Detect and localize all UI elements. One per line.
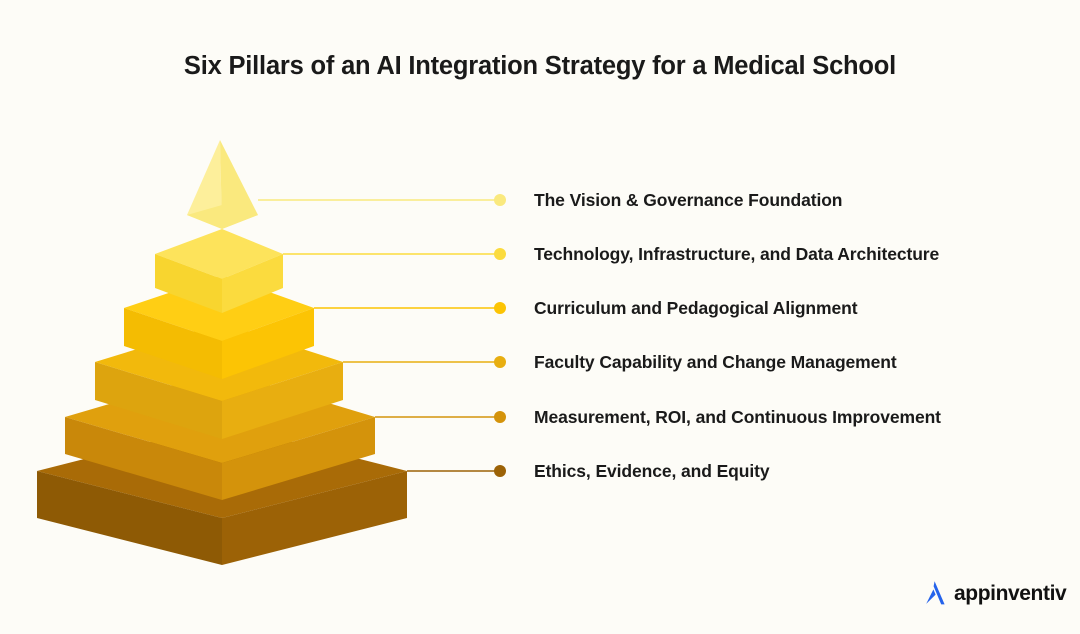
- pillar-label-1: The Vision & Governance Foundation: [534, 190, 843, 210]
- pillar-label-4: Faculty Capability and Change Management: [534, 352, 897, 372]
- layer-1-apex-base: [187, 205, 258, 229]
- pillar-label-3: Curriculum and Pedagogical Alignment: [534, 298, 858, 318]
- layer-3-side-right: [222, 308, 314, 379]
- connector-dot-5[interactable]: [494, 411, 506, 423]
- pyramid-layer-1[interactable]: [187, 140, 258, 229]
- layer-4-side-right: [222, 362, 343, 439]
- layer-2-side-right: [222, 254, 283, 313]
- layer-5-side-right: [222, 417, 375, 500]
- connector-dot-group: [494, 194, 506, 477]
- page-title: Six Pillars of an AI Integration Strateg…: [183, 52, 897, 80]
- connector-dot-6[interactable]: [494, 465, 506, 477]
- appinventiv-mark-icon: [926, 581, 945, 605]
- layer-6-side-left: [37, 471, 222, 565]
- layer-3-side-left: [124, 308, 222, 379]
- connector-dot-3[interactable]: [494, 302, 506, 314]
- layer-4-side-left: [95, 362, 222, 439]
- pyramid-layer-2[interactable]: [155, 229, 283, 313]
- layer-6-side-right: [222, 471, 407, 565]
- layer-5-side-left: [65, 417, 222, 500]
- pillar-label-6: Ethics, Evidence, and Equity: [534, 461, 770, 481]
- layer-2-top-face: [155, 229, 283, 279]
- connector-dot-1[interactable]: [494, 194, 506, 206]
- layer-2-side-left: [155, 254, 222, 313]
- connector-group: [258, 199, 500, 472]
- pillar-label-5: Measurement, ROI, and Continuous Improve…: [534, 407, 941, 427]
- connector-dot-2[interactable]: [494, 248, 506, 260]
- appinventiv-wordmark: appinventiv: [954, 581, 1067, 605]
- appinventiv-logo[interactable]: appinventiv: [920, 578, 1067, 608]
- layer-1-apex-right-face: [220, 140, 258, 229]
- pillar-label-2: Technology, Infrastructure, and Data Arc…: [534, 244, 940, 264]
- connector-dot-4[interactable]: [494, 356, 506, 368]
- layer-1-apex-left-face: [187, 140, 222, 229]
